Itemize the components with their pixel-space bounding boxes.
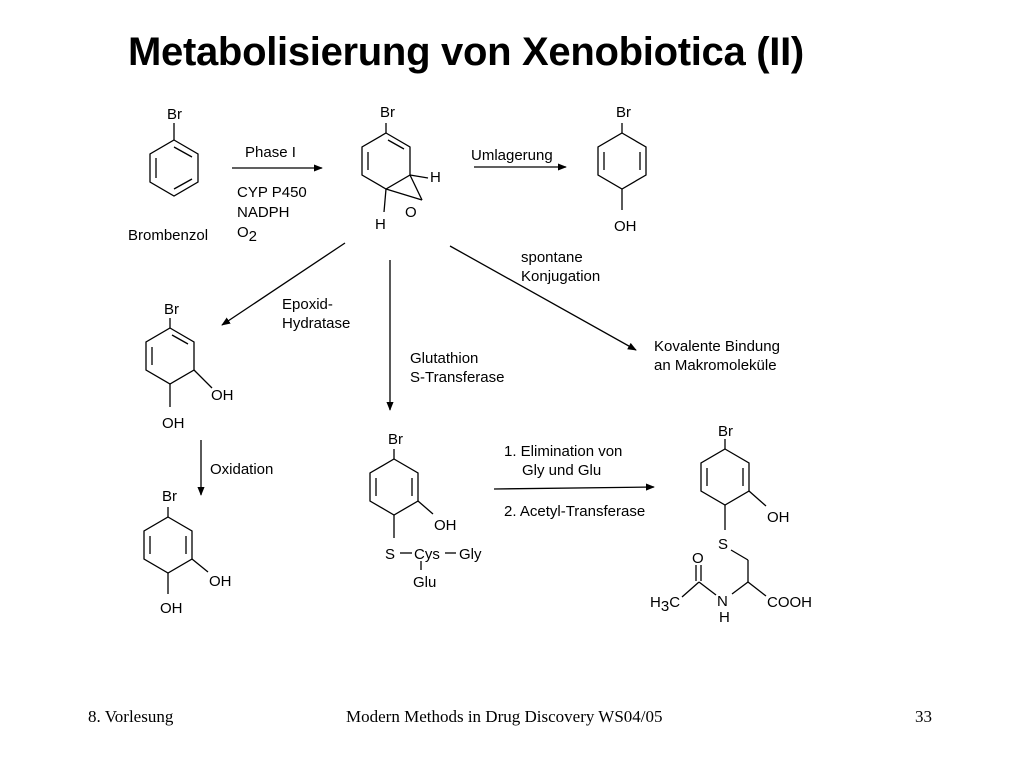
glutathion-label-1: Glutathion xyxy=(410,350,478,367)
brombenzol-name: Brombenzol xyxy=(128,227,208,244)
umlagerung-label: Umlagerung xyxy=(471,147,553,164)
epoxide-structure xyxy=(361,123,429,213)
kovalent-label-1: Kovalente Bindung xyxy=(654,338,780,355)
epoxide-o-label: O xyxy=(405,204,417,221)
brombenzol-structure xyxy=(149,123,199,197)
phase1-label: Phase I xyxy=(245,144,296,161)
kovalent-arrow xyxy=(449,245,637,351)
glutathione-conjugate-structure xyxy=(369,449,456,570)
gsh-conjugate-s-label: S xyxy=(385,546,395,563)
epoxid-label-2: Hydratase xyxy=(282,315,350,332)
mercapturic-acid-structure xyxy=(681,439,767,598)
bromocatechol-structure xyxy=(143,507,209,594)
epoxid-hydratase-arrow xyxy=(221,242,346,326)
mercapturic-oh-label: OH xyxy=(767,509,790,526)
slide-title: Metabolisierung von Xenobiotica (II) xyxy=(128,30,804,74)
gsh-conjugate-br-label: Br xyxy=(388,431,403,448)
epoxide-br-label: Br xyxy=(380,104,395,121)
bromophenol-structure xyxy=(597,123,647,210)
bromophenol-br-label: Br xyxy=(616,104,631,121)
dihydrodiol-oh-2: OH xyxy=(162,415,185,432)
metabolism-scheme: Br Brombenzol Phase I CYP P450 NADPH O2 … xyxy=(128,104,812,626)
brombenzol-br-label: Br xyxy=(167,106,182,123)
mercapturic-br-label: Br xyxy=(718,423,733,440)
bromocatechol-br-label: Br xyxy=(162,488,177,505)
gsh-conjugate-gly-label: Gly xyxy=(459,546,482,563)
mercapturic-n-label: N xyxy=(717,593,728,610)
bromocatechol-oh-1: OH xyxy=(209,573,232,590)
epoxide-h-top: H xyxy=(430,169,441,186)
elimination-label-1: 1. Elimination von xyxy=(504,443,622,460)
spontan-label-2: Konjugation xyxy=(521,268,600,285)
gsh-conjugate-cys-label: Cys xyxy=(414,546,440,563)
glutathion-label-2: S-Transferase xyxy=(410,369,504,386)
mercapturic-s-label: S xyxy=(718,536,728,553)
dihydrodiol-oh-1: OH xyxy=(211,387,234,404)
footer-course: Modern Methods in Drug Discovery WS04/05 xyxy=(346,707,663,726)
footer-lecture: 8. Vorlesung xyxy=(88,707,174,726)
dihydrodiol-br-label: Br xyxy=(164,301,179,318)
gsh-conjugate-glu-label: Glu xyxy=(413,574,436,591)
cyp-label: CYP P450 xyxy=(237,184,307,201)
epoxide-h-bottom: H xyxy=(375,216,386,233)
mercapturic-cooh-label: COOH xyxy=(767,594,812,611)
oxidation-label: Oxidation xyxy=(210,461,273,478)
nadph-label: NADPH xyxy=(237,204,290,221)
elimination-label-2: Gly und Glu xyxy=(522,462,601,479)
footer-page-number: 33 xyxy=(915,707,932,726)
mercapturic-arrow xyxy=(493,483,655,491)
epoxid-label-1: Epoxid- xyxy=(282,296,333,313)
mercapturic-ch3-label: H3C xyxy=(650,594,680,615)
dihydrodiol-structure xyxy=(145,318,213,407)
bromophenol-oh-label: OH xyxy=(614,218,637,235)
spontan-label-1: spontane xyxy=(521,249,583,266)
bromocatechol-oh-2: OH xyxy=(160,600,183,617)
acetyl-label: 2. Acetyl-Transferase xyxy=(504,503,645,520)
gsh-conjugate-oh-label: OH xyxy=(434,517,457,534)
kovalent-label-2: an Makromoleküle xyxy=(654,357,777,374)
mercapturic-nh-label: H xyxy=(719,609,730,626)
o2-label: O2 xyxy=(237,224,257,245)
mercapturic-o-label: O xyxy=(692,550,704,567)
